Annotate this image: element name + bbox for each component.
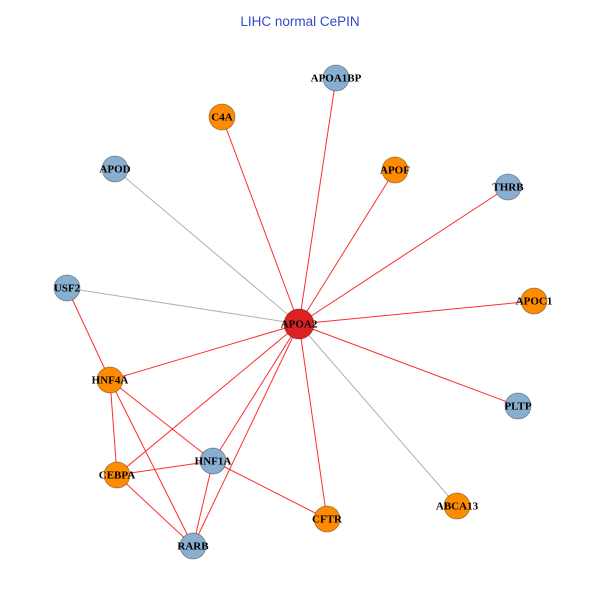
node-circle-APOF <box>381 156 409 184</box>
node-circle-APOA1BP <box>322 64 350 92</box>
edge-APOA2-APOF <box>298 169 396 325</box>
edge-APOA2-RARB <box>192 323 300 547</box>
edge-HNF4A-HNF1A <box>109 379 214 462</box>
node-THRB: THRB <box>492 173 524 201</box>
edge-APOA2-HNF1A <box>212 323 300 462</box>
edge-APOA2-PLTP <box>298 323 519 407</box>
node-circle-HNF4A <box>96 366 124 394</box>
plot-title: LIHC normal CePIN <box>240 14 359 29</box>
node-circle-CEBPA <box>103 461 131 489</box>
edge-APOA2-C4A <box>221 116 300 325</box>
node-circle-CFTR <box>313 505 341 533</box>
node-APOF: APOF <box>380 156 410 184</box>
edge-APOA2-APOA1BP <box>298 77 337 325</box>
node-circle-RARB <box>179 532 207 560</box>
edge-CEBPA-HNF1A <box>116 460 214 476</box>
node-APOA1BP: APOA1BP <box>311 64 362 92</box>
node-circle-ABCA13 <box>443 492 471 520</box>
edge-HNF4A-RARB <box>109 379 194 547</box>
node-APOC1: APOC1 <box>516 287 552 315</box>
node-circle-APOD <box>101 155 129 183</box>
edge-USF2-HNF4A <box>66 287 111 381</box>
node-circle-PLTP <box>504 392 532 420</box>
edge-APOA2-CEBPA <box>116 323 300 476</box>
node-circle-APOC1 <box>520 287 548 315</box>
node-CEBPA: CEBPA <box>99 461 135 489</box>
node-circle-APOA2 <box>283 308 315 340</box>
edge-APOA2-THRB <box>298 186 509 325</box>
edge-APOA2-USF2 <box>66 287 300 325</box>
edge-APOA2-HNF4A <box>109 323 300 381</box>
edge-APOA2-APOC1 <box>298 300 535 325</box>
node-HNF1A: HNF1A <box>195 447 231 475</box>
node-circle-C4A <box>208 103 236 131</box>
edge-APOA2-ABCA13 <box>298 323 458 507</box>
node-CFTR: CFTR <box>312 505 343 533</box>
node-circle-THRB <box>494 173 522 201</box>
node-HNF4A: HNF4A <box>92 366 128 394</box>
node-RARB: RARB <box>177 532 209 560</box>
edges-layer <box>66 77 535 547</box>
node-circle-HNF1A <box>199 447 227 475</box>
edge-HNF1A-CFTR <box>212 460 328 520</box>
edge-HNF4A-CEBPA <box>109 379 118 476</box>
edge-APOA2-APOD <box>114 168 300 325</box>
edge-CEBPA-RARB <box>116 474 194 547</box>
edge-APOA2-CFTR <box>298 323 328 520</box>
node-C4A: C4A <box>208 103 236 131</box>
edge-HNF1A-RARB <box>192 460 214 547</box>
node-circle-USF2 <box>53 274 81 302</box>
node-USF2: USF2 <box>53 274 81 302</box>
node-PLTP: PLTP <box>504 392 532 420</box>
node-ABCA13: ABCA13 <box>436 492 479 520</box>
